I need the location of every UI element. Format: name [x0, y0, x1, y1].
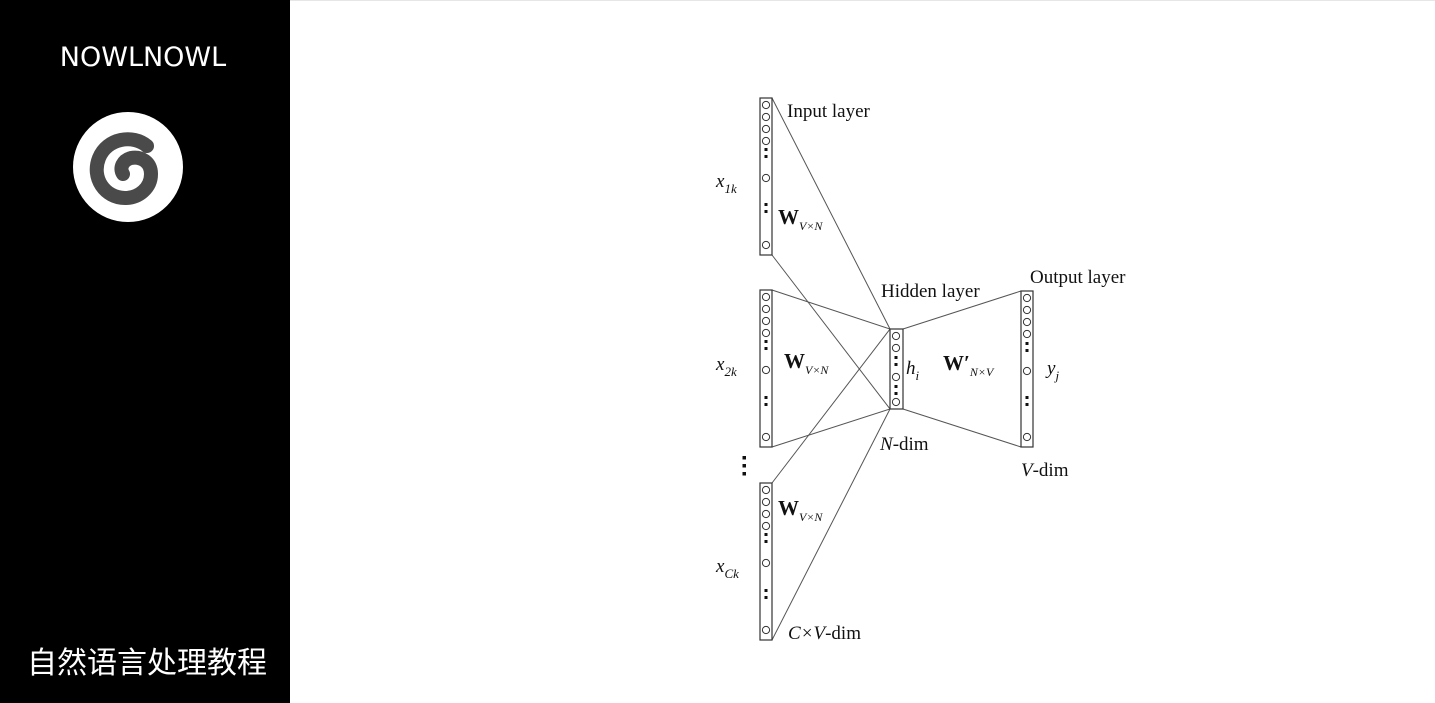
output-layer-label: Output layer	[1030, 267, 1126, 288]
v-dim-label: V-dim	[1021, 460, 1069, 481]
input-layer-label: Input layer	[787, 101, 871, 122]
brand-name: NOWLNOWL	[59, 42, 227, 73]
swirl-logo-icon	[73, 112, 183, 222]
output-var-label: yj	[1045, 358, 1059, 383]
hidden-layer-label: Hidden layer	[881, 281, 980, 302]
weight-prime-label: W′N×V	[943, 351, 995, 379]
input-var-label-c: xCk	[715, 556, 739, 581]
course-title: 自然语言处理教程	[27, 646, 267, 681]
top-divider	[290, 0, 1435, 1]
hidden-var-label: hi	[906, 358, 920, 383]
ellipsis-dots	[742, 148, 1029, 599]
hidden-layer-box	[889, 328, 904, 410]
weight-label-1: WV×N	[778, 205, 823, 233]
sidebar: NOWLNOWL 自然语言处理教程	[0, 0, 290, 703]
n-dim-label: N-dim	[879, 434, 929, 455]
weight-label-c: WV×N	[778, 496, 823, 524]
connection-lines	[771, 97, 1022, 641]
input-var-label-1: x1k	[715, 171, 737, 196]
weight-label-2: WV×N	[784, 349, 829, 377]
cv-dim-label: C×V-dim	[788, 623, 861, 644]
neurons	[761, 100, 1032, 635]
input-var-label-2: x2k	[715, 354, 737, 379]
